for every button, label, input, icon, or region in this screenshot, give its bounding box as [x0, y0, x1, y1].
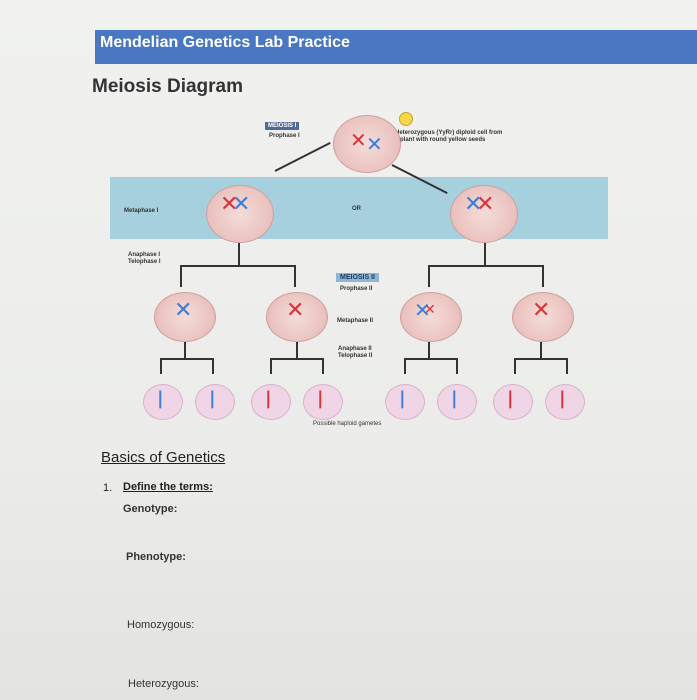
chromosome-blue: | — [157, 388, 164, 409]
gamete-cell — [303, 384, 343, 420]
chromosome-red: ✕ — [220, 192, 239, 217]
chromosome-red: | — [559, 388, 566, 409]
header-title: Mendelian Genetics Lab Practice — [100, 34, 350, 51]
meiosis2-cell — [512, 292, 574, 342]
or-label: OR — [352, 206, 361, 212]
branch-line — [540, 342, 542, 360]
chromosome-red: | — [265, 388, 272, 409]
parent-cell — [333, 115, 401, 173]
branch-line — [428, 265, 430, 287]
metaphase1-label: Metaphase I — [124, 208, 159, 214]
metaphase2-label: Metaphase II — [337, 318, 374, 324]
gametes-label: Possible haploid gametes — [313, 421, 382, 427]
term-homozygous: Homozygous: — [127, 619, 195, 631]
gamete-cell — [385, 384, 425, 420]
meiosis2-cell — [266, 292, 328, 342]
branch-line — [514, 358, 568, 360]
chromosome-red: ✕ — [476, 192, 495, 217]
branch-line — [542, 265, 544, 287]
branch-line — [428, 342, 430, 360]
question-text: Define the terms: — [123, 481, 213, 493]
prophase1-label: Prophase I — [269, 133, 300, 139]
branch-line — [456, 358, 458, 374]
branch-line — [294, 265, 296, 287]
branch-line — [428, 265, 544, 267]
chromosome-red: ✕ — [532, 298, 551, 323]
term-phenotype: Phenotype: — [126, 551, 186, 563]
chromosome-blue: | — [451, 388, 458, 409]
meiosis2-cell — [154, 292, 216, 342]
chromosome-red: ✕ — [424, 302, 436, 318]
metaphase1-cell-right — [450, 185, 518, 243]
branch-line — [404, 358, 406, 374]
meiosis2-cell — [400, 292, 462, 342]
branch-line — [484, 243, 486, 265]
gamete-cell — [195, 384, 235, 420]
chromosome-blue: ✕ — [464, 192, 483, 217]
chromosome-blue: | — [209, 388, 216, 409]
branch-line — [238, 243, 240, 265]
term-genotype: Genotype: — [123, 503, 178, 515]
chromosome-red: | — [317, 388, 324, 409]
chromosome-blue: ✕ — [232, 192, 251, 217]
branch-line — [296, 342, 298, 360]
question-number: 1. — [103, 482, 113, 494]
gamete-cell — [437, 384, 477, 420]
branch-line — [212, 358, 214, 374]
section-heading: Basics of Genetics — [101, 449, 226, 466]
branch-line — [322, 358, 324, 374]
chromosome-red: ✕ — [350, 128, 367, 152]
branch-line — [404, 358, 458, 360]
parent-note: Heterozygous (YyRr) diploid cell from a … — [395, 130, 503, 143]
metaphase-band — [110, 177, 608, 239]
branch-line — [270, 358, 272, 374]
gamete-cell — [545, 384, 585, 420]
branch-line — [566, 358, 568, 374]
branch-line — [514, 358, 516, 374]
meiosis2-tag: MEIOSIS II — [336, 273, 380, 282]
seed-icon — [399, 112, 413, 126]
chromosome-blue: ✕ — [366, 132, 383, 156]
prophase2-label: Prophase II — [340, 286, 373, 292]
chromosome-blue: ✕ — [414, 298, 431, 322]
gamete-cell — [251, 384, 291, 420]
branch-line — [180, 265, 182, 287]
header-bar — [95, 30, 697, 64]
branch-line — [184, 342, 186, 360]
branch-line — [160, 358, 162, 374]
gamete-cell — [143, 384, 183, 420]
metaphase1-cell-left — [206, 185, 274, 243]
page-title: Meiosis Diagram — [92, 76, 243, 97]
chromosome-red: | — [507, 388, 514, 409]
anaphase-telophase1-label: Anaphase I Telophase I — [128, 252, 161, 265]
gamete-cell — [493, 384, 533, 420]
branch-line — [160, 358, 214, 360]
branch-line — [270, 358, 324, 360]
term-heterozygous: Heterozygous: — [128, 678, 199, 690]
anaphase-telophase2-label: Anaphase II Telophase II — [338, 346, 373, 359]
meiosis1-tag: MEIOSIS I — [265, 122, 300, 130]
branch-line — [180, 265, 296, 267]
chromosome-blue: ✕ — [174, 298, 193, 323]
chromosome-red: ✕ — [286, 298, 305, 323]
chromosome-blue: | — [399, 388, 406, 409]
